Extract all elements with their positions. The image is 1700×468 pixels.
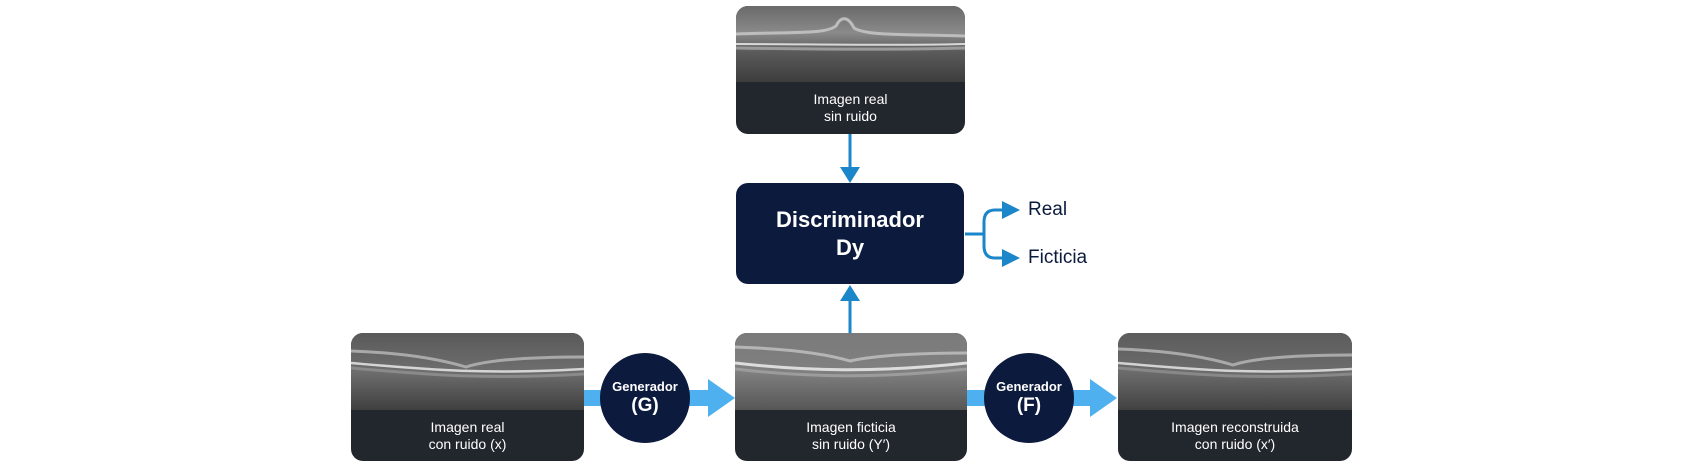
- card-reconstructed-noisy: Imagen reconstruida con ruido (x′): [1118, 333, 1352, 461]
- generator-g-title: Generador: [612, 379, 678, 394]
- discriminator-box: Discriminador Dy: [736, 183, 964, 284]
- arrowhead-gen-g-to-middle: [708, 379, 735, 417]
- card-real-noisy: Imagen real con ruido (x): [351, 333, 584, 461]
- output-fake-label: Ficticia: [1028, 247, 1088, 268]
- flow-gen-f-to-right: [1072, 390, 1092, 406]
- discriminator-title: Discriminador: [776, 206, 924, 232]
- arrowhead-gen-f-to-right: [1090, 379, 1117, 417]
- caption-real-clean: Imagen real sin ruido: [736, 82, 965, 134]
- caption-real-noisy: Imagen real con ruido (x): [351, 410, 584, 461]
- caption-line-2: sin ruido: [824, 108, 877, 124]
- arrowhead-middle-to-discriminator: [840, 285, 860, 301]
- flow-gen-g-to-middle: [688, 390, 710, 406]
- caption-line-1: Imagen reconstruida: [1171, 418, 1299, 435]
- generator-f-title: Generador: [996, 379, 1062, 394]
- output-real-label: Real: [1028, 199, 1068, 220]
- discriminator-subtitle: Dy: [835, 234, 865, 260]
- oct-scan-image: [351, 333, 584, 410]
- caption-line-1: Imagen real: [813, 91, 888, 107]
- caption-line-2: sin ruido (Y′): [811, 435, 891, 452]
- generator-g-letter: (G): [631, 395, 659, 416]
- caption-fake-clean: Imagen ficticia sin ruido (Y′): [735, 410, 967, 461]
- caption-line-1: Imagen real: [430, 418, 505, 435]
- output-branch: [965, 208, 996, 260]
- arrowhead-real: [1002, 201, 1020, 219]
- arrowhead-top-to-discriminator: [840, 167, 860, 183]
- arrowhead-fake: [1002, 249, 1020, 267]
- oct-scan-image: [735, 333, 967, 410]
- card-fake-clean: Imagen ficticia sin ruido (Y′): [735, 333, 967, 461]
- caption-reconstructed-noisy: Imagen reconstruida con ruido (x′): [1118, 410, 1352, 461]
- card-real-clean: Imagen real sin ruido: [736, 6, 965, 134]
- oct-scan-image: [1118, 333, 1352, 410]
- oct-scan-image: [736, 6, 965, 82]
- caption-line-2: con ruido (x): [428, 435, 507, 452]
- generator-g-node: Generador (G): [600, 353, 690, 443]
- flow-middle-to-gen-f: [966, 390, 986, 406]
- generator-f-letter: (F): [1016, 395, 1042, 416]
- flow-left-to-gen-g: [584, 390, 602, 406]
- generator-f-node: Generador (F): [984, 353, 1074, 443]
- caption-line-2: con ruido (x′): [1194, 435, 1276, 452]
- caption-line-1: Imagen ficticia: [806, 418, 896, 435]
